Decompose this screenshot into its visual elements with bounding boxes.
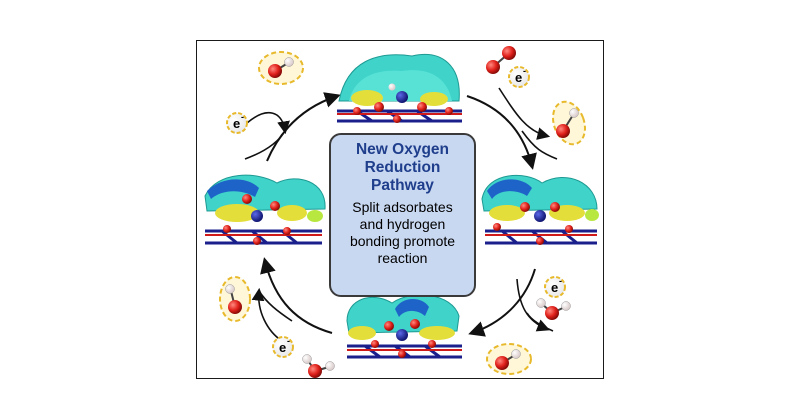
electron-icon-top-right: e - — [508, 66, 530, 88]
oxygen-molecule-top-right — [486, 46, 516, 74]
electron-icon-right: e - — [544, 276, 566, 298]
pathway-description: Split adsorbates and hydrogen bonding pr… — [331, 199, 474, 267]
hydroxyl-molecule-left — [219, 276, 251, 322]
hydroxyl-molecule-right — [552, 100, 586, 146]
svg-text:-: - — [287, 336, 290, 346]
title-line: New Oxygen — [355, 141, 450, 158]
title-line: Pathway — [371, 177, 434, 194]
cycle-arrows — [260, 92, 537, 337]
electron-icon-bottom: e - — [272, 336, 294, 358]
electron-label: e — [515, 70, 522, 85]
description-line: bonding promote — [349, 233, 456, 249]
electron-label: e — [551, 280, 558, 295]
structure-left — [204, 174, 326, 245]
reaction-cycle-diagram: e - e - e - e - — [204, 46, 599, 378]
description-line: reaction — [377, 250, 428, 266]
structure-bottom — [346, 294, 462, 359]
hydroxyl-molecule-top-left — [258, 51, 304, 85]
pathway-title: New Oxygen Reduction Pathway — [331, 141, 474, 195]
electron-label: e — [233, 116, 240, 131]
svg-text:-: - — [241, 112, 244, 122]
hydroxyl-molecule-bottom-right — [486, 343, 532, 375]
pathway-summary-box: New Oxygen Reduction Pathway Split adsor… — [329, 133, 476, 297]
electron-label: e — [279, 340, 286, 355]
svg-text:-: - — [559, 276, 562, 286]
structure-top — [337, 54, 462, 123]
description-line: Split adsorbates — [352, 199, 453, 215]
water-molecule-right — [536, 298, 571, 320]
figure-frame: e - e - e - e - New Oxygen Reduction Pat… — [196, 40, 604, 379]
water-molecule-bottom — [302, 354, 335, 378]
title-line: Reduction — [364, 159, 441, 176]
electron-icon-left: e - — [226, 112, 248, 134]
structure-right — [481, 174, 599, 245]
svg-text:-: - — [523, 66, 526, 76]
description-line: and hydrogen — [359, 216, 446, 232]
